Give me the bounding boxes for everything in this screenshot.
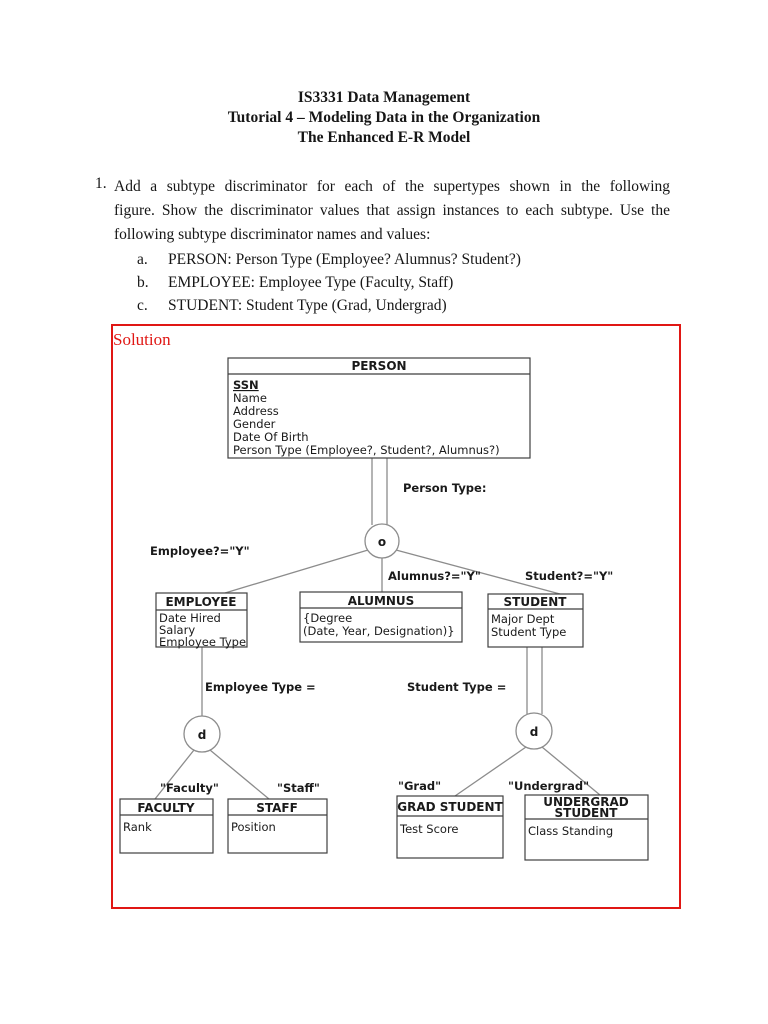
disjoint-symbol: d [530,725,539,739]
title-line-2: Tutorial 4 – Modeling Data in the Organi… [227,109,541,126]
student-condition-label: Student?="Y" [525,569,613,583]
question-item-a: a. PERSON: Person Type (Employee? Alumnu… [114,248,670,271]
disjoint-circle-employee [183,715,221,753]
staff-value-label: "Staff" [277,781,320,795]
faculty-attribute: Rank [123,820,152,834]
grad-student-entity-box [396,795,504,859]
person-entity-name: PERSON [351,359,406,373]
alumnus-entity-name: ALUMNUS [348,594,415,608]
question-body: Add a subtype discriminator for each of … [114,175,670,317]
employee-discriminator-label: Employee Type = [205,680,316,694]
person-entity-box [227,357,531,459]
employee-entity-box [155,592,248,648]
question-line: figure. Show the discriminator values th… [114,202,670,219]
staff-entity-name: STAFF [256,801,298,815]
item-text: EMPLOYEE: Employee Type (Faculty, Staff) [168,274,454,291]
title-line-1: IS3331 Data Management [297,89,471,106]
solution-annotation-box: Solution PERSON SSN Name Address Gender … [111,324,681,909]
employee-attribute: Date Hired [159,611,221,625]
employee-attribute: Salary [159,623,195,637]
student-entity-name: STUDENT [504,595,568,609]
undergrad-value-label: "Undergrad" [508,779,589,793]
grad-value-label: "Grad" [398,779,441,793]
question-line: following subtype discriminator names an… [114,226,431,243]
connector-line [224,549,369,594]
document-title: IS3331 Data Management Tutorial 4 – Mode… [84,88,684,148]
alumnus-attribute: (Date, Year, Designation)} [303,624,455,638]
overlap-circle [364,523,400,559]
employee-condition-label: Employee?="Y" [150,544,250,558]
connector-line [454,746,527,797]
item-marker: b. [137,274,149,291]
question-items: a. PERSON: Person Type (Employee? Alumnu… [114,248,670,317]
faculty-value-label: "Faculty" [160,781,219,795]
disjoint-symbol: d [198,728,207,742]
eer-diagram: PERSON SSN Name Address Gender Date Of B… [119,357,649,861]
item-marker: a. [137,251,148,268]
overlap-symbol: o [378,535,386,549]
student-entity-box [487,593,584,648]
faculty-entity-name: FACULTY [137,801,195,815]
employee-entity-name: EMPLOYEE [165,595,236,609]
grad-student-attribute: Test Score [399,822,459,836]
question-item-b: b. EMPLOYEE: Employee Type (Faculty, Sta… [114,271,670,294]
person-attribute: Address [233,404,279,418]
question-number: 1. [95,175,107,192]
person-key-attribute: SSN [233,378,259,392]
disjoint-circle-student [515,712,553,750]
alumnus-attribute: {Degree [303,611,352,625]
staff-attribute: Position [231,820,276,834]
connector-line [395,549,561,595]
student-attribute: Student Type [491,625,566,639]
item-text: PERSON: Person Type (Employee? Alumnus? … [168,251,521,268]
undergrad-student-entity-box [524,794,649,861]
person-attribute: Gender [233,417,276,431]
connector-line [541,746,601,796]
undergrad-student-entity-name: STUDENT [555,806,619,820]
person-attribute: Person Type (Employee?, Student?, Alumnu… [233,443,500,457]
faculty-entity-box [119,798,214,854]
student-discriminator-label: Student Type = [407,680,506,694]
connector-line [154,749,195,800]
alumnus-condition-label: Alumnus?="Y" [388,569,481,583]
staff-entity-box [227,798,328,854]
solution-label: Solution [113,330,171,349]
alumnus-entity-box [299,591,463,643]
item-marker: c. [137,297,148,314]
student-attribute: Major Dept [491,612,555,626]
question-1: 1. Add a subtype discriminator for each … [95,175,670,317]
person-attribute: Date Of Birth [233,430,309,444]
undergrad-student-entity-name: UNDERGRAD [543,795,629,809]
grad-student-entity-name: GRAD STUDENT [397,800,503,814]
person-discriminator-label: Person Type: [403,481,486,495]
person-attribute: Name [233,391,267,405]
employee-attribute: Employee Type [159,635,246,649]
question-item-c: c. STUDENT: Student Type (Grad, Undergra… [114,294,670,317]
connector-line [209,749,270,800]
item-text: STUDENT: Student Type (Grad, Undergrad) [168,297,447,314]
title-line-3: The Enhanced E-R Model [297,129,471,146]
undergrad-student-attribute: Class Standing [528,824,613,838]
question-line: Add a subtype discriminator for each of … [114,178,670,195]
